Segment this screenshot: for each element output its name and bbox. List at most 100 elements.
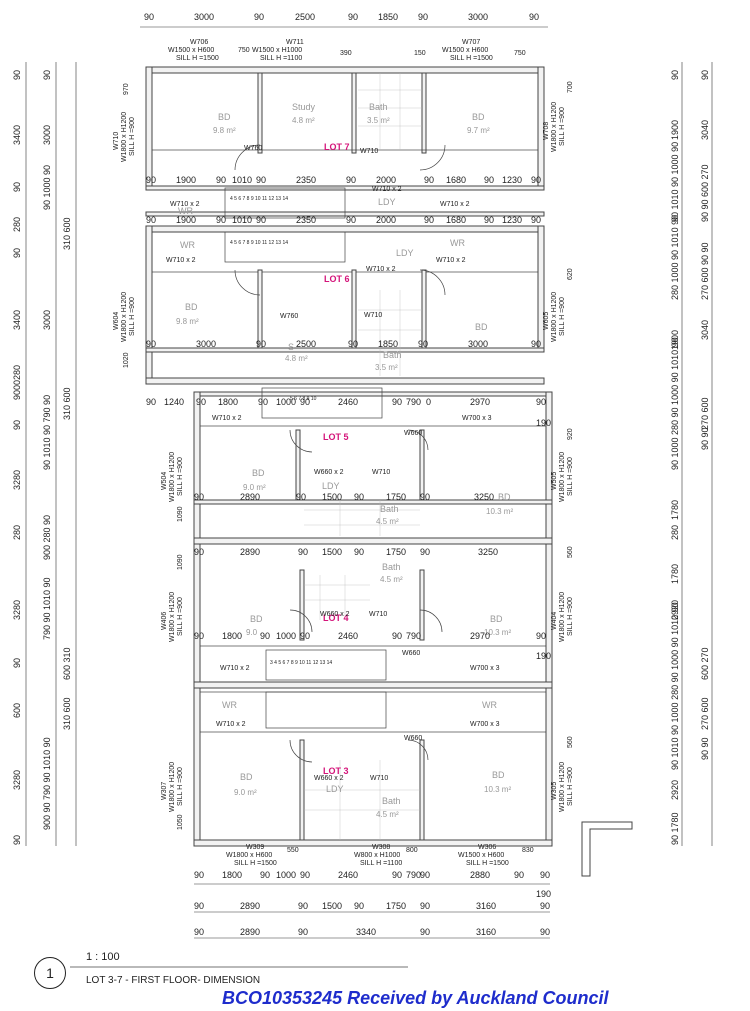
svg-text:1850: 1850 bbox=[378, 339, 398, 349]
window-sill: SILL H =900 bbox=[567, 457, 574, 496]
tag: W660 x 2 bbox=[320, 611, 350, 618]
svg-text:1800: 1800 bbox=[218, 397, 238, 407]
svg-text:90: 90 bbox=[424, 175, 434, 185]
svg-text:90: 90 bbox=[196, 397, 206, 407]
window-id: W404 bbox=[551, 612, 558, 630]
svg-text:90: 90 bbox=[146, 175, 156, 185]
window-size: W1800 x H1200 bbox=[169, 452, 176, 502]
window-id: W306 bbox=[478, 844, 496, 851]
svg-text:90: 90 bbox=[216, 215, 226, 225]
svg-text:90: 90 bbox=[256, 339, 266, 349]
room-name: S bbox=[288, 342, 294, 352]
svg-text:5 6 7 8 9 10: 5 6 7 8 9 10 bbox=[290, 396, 317, 402]
svg-text:2460: 2460 bbox=[338, 397, 358, 407]
svg-text:3400: 3400 bbox=[12, 125, 22, 145]
svg-text:1680: 1680 bbox=[446, 215, 466, 225]
svg-text:190: 190 bbox=[536, 651, 551, 661]
svg-text:90: 90 bbox=[146, 339, 156, 349]
received-stamp: BCO10353245 Received by Auckland Council bbox=[222, 988, 609, 1008]
svg-text:90: 90 bbox=[296, 492, 306, 502]
svg-text:4 5 6 7 8 9 10 11 12 13 14: 4 5 6 7 8 9 10 11 12 13 14 bbox=[230, 240, 288, 246]
svg-text:3340: 3340 bbox=[356, 927, 376, 937]
svg-text:90: 90 bbox=[256, 215, 266, 225]
svg-text:90: 90 bbox=[531, 175, 541, 185]
svg-text:90: 90 bbox=[424, 215, 434, 225]
svg-text:90: 90 bbox=[12, 420, 22, 430]
door-swings bbox=[234, 144, 446, 763]
svg-text:1800: 1800 bbox=[222, 870, 242, 880]
room-name: BD bbox=[492, 770, 505, 780]
dim-top-5: 1850 bbox=[378, 12, 398, 22]
svg-text:90: 90 bbox=[194, 547, 204, 557]
svg-text:3160: 3160 bbox=[476, 927, 496, 937]
svg-text:1900: 1900 bbox=[176, 175, 196, 185]
tag: W710 bbox=[370, 775, 388, 782]
window-sill: SILL H =1500 bbox=[466, 860, 509, 867]
svg-text:1800: 1800 bbox=[222, 631, 242, 641]
offset-550: 550 bbox=[287, 847, 299, 854]
svg-text:90: 90 bbox=[12, 248, 22, 258]
room-name: WR bbox=[180, 240, 195, 250]
svg-text:0: 0 bbox=[426, 397, 431, 407]
svg-text:790 90 1010 90: 790 90 1010 90 bbox=[42, 577, 52, 640]
room-name: Bath bbox=[383, 350, 402, 360]
svg-text:600 270: 600 270 bbox=[700, 647, 710, 680]
svg-text:1240: 1240 bbox=[164, 397, 184, 407]
side-window-labels: W710 W1800 x H1200 SILL H =900 W708 W180… bbox=[113, 102, 574, 812]
svg-text:90: 90 bbox=[540, 927, 550, 937]
svg-text:2970: 2970 bbox=[470, 631, 490, 641]
room-name: BD bbox=[250, 614, 263, 624]
svg-text:900 280 90: 900 280 90 bbox=[42, 515, 52, 560]
room-name: BD bbox=[490, 614, 503, 624]
svg-text:280: 280 bbox=[12, 217, 22, 232]
window-sill: SILL H =1100 bbox=[360, 860, 402, 867]
svg-text:1900: 1900 bbox=[670, 330, 680, 350]
window-size: W1800 x H1200 bbox=[551, 292, 558, 342]
offset-390: 390 bbox=[340, 50, 352, 57]
svg-text:1000: 1000 bbox=[276, 397, 296, 407]
svg-text:1680: 1680 bbox=[446, 175, 466, 185]
room-name: WR bbox=[178, 206, 193, 216]
dim-top-1: 3000 bbox=[194, 12, 214, 22]
offset-830: 830 bbox=[522, 847, 534, 854]
window-tags: W760 W710 W710 x 2 W710 x 2 W710 x 2 W71… bbox=[166, 145, 500, 782]
svg-text:2880: 2880 bbox=[470, 870, 490, 880]
room-name: LDY bbox=[378, 197, 396, 207]
svg-text:90: 90 bbox=[300, 397, 310, 407]
drawing-number-badge: 1 bbox=[34, 957, 66, 989]
svg-text:3400: 3400 bbox=[12, 310, 22, 330]
svg-text:90: 90 bbox=[146, 397, 156, 407]
tag: W660 bbox=[404, 430, 422, 437]
room-name: WR bbox=[482, 700, 497, 710]
svg-text:1750: 1750 bbox=[386, 492, 406, 502]
svg-text:90: 90 bbox=[670, 70, 680, 80]
bottom-window-labels: W309 W1800 x H600 SILL H =1500 W308 W800… bbox=[226, 844, 534, 867]
svg-text:90: 90 bbox=[392, 870, 402, 880]
svg-text:270 600: 270 600 bbox=[700, 697, 710, 730]
svg-text:2460: 2460 bbox=[338, 870, 358, 880]
dim-top-0: 90 bbox=[144, 12, 154, 22]
window-size: W1800 x H1200 bbox=[121, 292, 128, 342]
offset-750: 750 bbox=[238, 47, 250, 54]
svg-text:270 600 90 90: 270 600 90 90 bbox=[700, 242, 710, 300]
tag: W700 x 3 bbox=[470, 665, 500, 672]
tag: W710 x 2 bbox=[366, 266, 396, 273]
svg-text:1500: 1500 bbox=[322, 492, 342, 502]
dim-top-8: 90 bbox=[529, 12, 539, 22]
window-id: W504 bbox=[161, 472, 168, 490]
svg-text:2000: 2000 bbox=[376, 175, 396, 185]
svg-text:90: 90 bbox=[298, 901, 308, 911]
svg-text:190: 190 bbox=[536, 889, 551, 899]
room-area: 9.0 m² bbox=[243, 483, 266, 492]
svg-text:1010: 1010 bbox=[232, 215, 252, 225]
tag: W660 x 2 bbox=[314, 775, 344, 782]
svg-text:1000: 1000 bbox=[276, 870, 296, 880]
window-size: W1800 x H1200 bbox=[559, 762, 566, 812]
window-sill: SILL H =1500 bbox=[450, 55, 493, 62]
window-id: W307 bbox=[161, 782, 168, 800]
room-name: LDY bbox=[322, 481, 340, 491]
window-sill: SILL H =1500 bbox=[176, 55, 219, 62]
svg-text:3250: 3250 bbox=[474, 492, 494, 502]
svg-text:2920: 2920 bbox=[670, 780, 680, 800]
